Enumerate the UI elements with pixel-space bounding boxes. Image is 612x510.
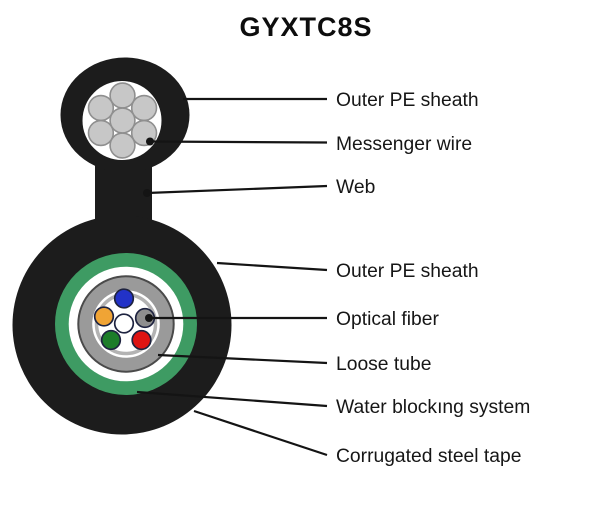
- label-loose-tube: Loose tube: [336, 354, 431, 375]
- messenger-strand: [130, 94, 158, 122]
- leader-loose-tube: [157, 353, 328, 365]
- label-outer-pe-sheath-top: Outer PE sheath: [336, 90, 479, 111]
- leader-dot: [146, 137, 154, 146]
- messenger-strand: [109, 132, 136, 159]
- leader-water-blocking-system: [136, 390, 328, 408]
- messenger-strand: [109, 82, 136, 109]
- page-title: GYXTC8S: [239, 12, 373, 42]
- fiber-white: [113, 313, 135, 334]
- leader-corrugated-steel-tape: [193, 409, 328, 457]
- leader-dot: [145, 314, 153, 322]
- leader-web: [146, 184, 328, 195]
- messenger-strand: [87, 119, 115, 147]
- leader-messenger-wire: [149, 140, 328, 144]
- label-outer-pe-sheath-bottom: Outer PE sheath: [336, 261, 479, 282]
- fiber-blue: [113, 288, 135, 309]
- callout-lines: [136, 97, 328, 457]
- leader-dot: [143, 189, 151, 197]
- fiber-green: [100, 329, 122, 351]
- label-water-blocking-system: Water blockıng system: [336, 397, 530, 418]
- fiber-orange: [93, 306, 115, 327]
- label-optical-fiber: Optical fiber: [336, 309, 439, 330]
- messenger-strand: [109, 107, 136, 134]
- fiber-red: [131, 329, 152, 351]
- messenger-strand: [87, 94, 115, 122]
- callout-labels: Outer PE sheath Messenger wire Web Outer…: [336, 90, 530, 467]
- label-corrugated-steel-tape: Corrugated steel tape: [336, 446, 521, 467]
- leader-outer-pe-sheath-bottom: [216, 261, 328, 272]
- label-messenger-wire: Messenger wire: [336, 134, 472, 155]
- label-web: Web: [336, 177, 375, 198]
